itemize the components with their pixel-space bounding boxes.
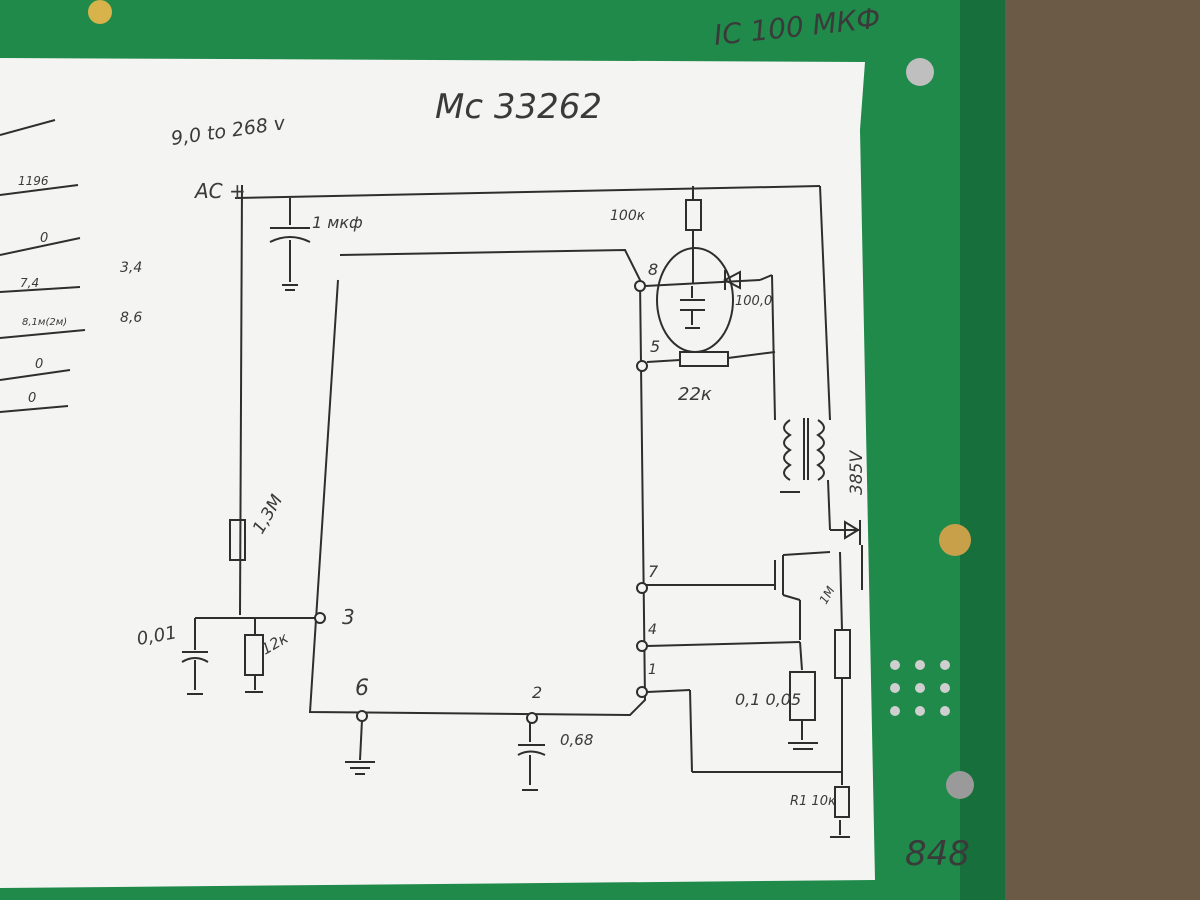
reading-label: 8,6 bbox=[120, 310, 142, 326]
ac-label: AC + bbox=[193, 179, 246, 203]
reading-label: 1196 bbox=[18, 174, 49, 188]
pin-label: 4 bbox=[648, 622, 657, 638]
schematic-title: Mc 33262 bbox=[435, 87, 602, 127]
ac-rail bbox=[234, 185, 821, 199]
pcb-pad-icon bbox=[946, 771, 974, 799]
pcb-pad-icon bbox=[88, 0, 112, 24]
pin-label: 8 bbox=[648, 260, 658, 279]
cap-1-label: 1 мкф bbox=[312, 213, 363, 232]
res-pin5-label: 22к bbox=[678, 384, 712, 405]
pcb-connector bbox=[890, 660, 950, 716]
reading-label: 8,1м(2м) bbox=[22, 317, 67, 328]
res-top-label: 100к bbox=[610, 208, 646, 224]
pin-label: 3 bbox=[342, 605, 355, 629]
ic-body bbox=[308, 248, 647, 717]
schematic-drawing bbox=[0, 119, 863, 838]
pin-label: 7 bbox=[648, 562, 659, 581]
reading-label: 3,4 bbox=[120, 260, 142, 276]
pin-label: 5 bbox=[650, 337, 660, 356]
pcb-shadow bbox=[960, 0, 1005, 900]
pcb-pad-icon bbox=[906, 58, 934, 86]
board-marking-bottom: 848 bbox=[905, 834, 970, 874]
pin-label: 2 bbox=[532, 683, 542, 702]
pin-label: 6 bbox=[355, 676, 369, 701]
reading-label: 0 bbox=[35, 357, 43, 372]
reading-label: 0 bbox=[40, 231, 48, 246]
cap-pin8-label: 100,0 bbox=[735, 294, 772, 309]
reading-label: 0 bbox=[28, 391, 36, 406]
reading-label: 7,4 bbox=[20, 276, 39, 290]
voltage-label: 385V bbox=[847, 450, 867, 495]
pin-label: 1 bbox=[648, 662, 657, 678]
res-shunt-label: 0,1 0,05 bbox=[735, 690, 801, 709]
paper-sheet bbox=[0, 58, 875, 888]
cap-pin2-label: 0,68 bbox=[560, 731, 593, 749]
pcb-pad-icon bbox=[939, 524, 971, 556]
res-r1-bottom-label: R1 10к bbox=[790, 794, 836, 809]
